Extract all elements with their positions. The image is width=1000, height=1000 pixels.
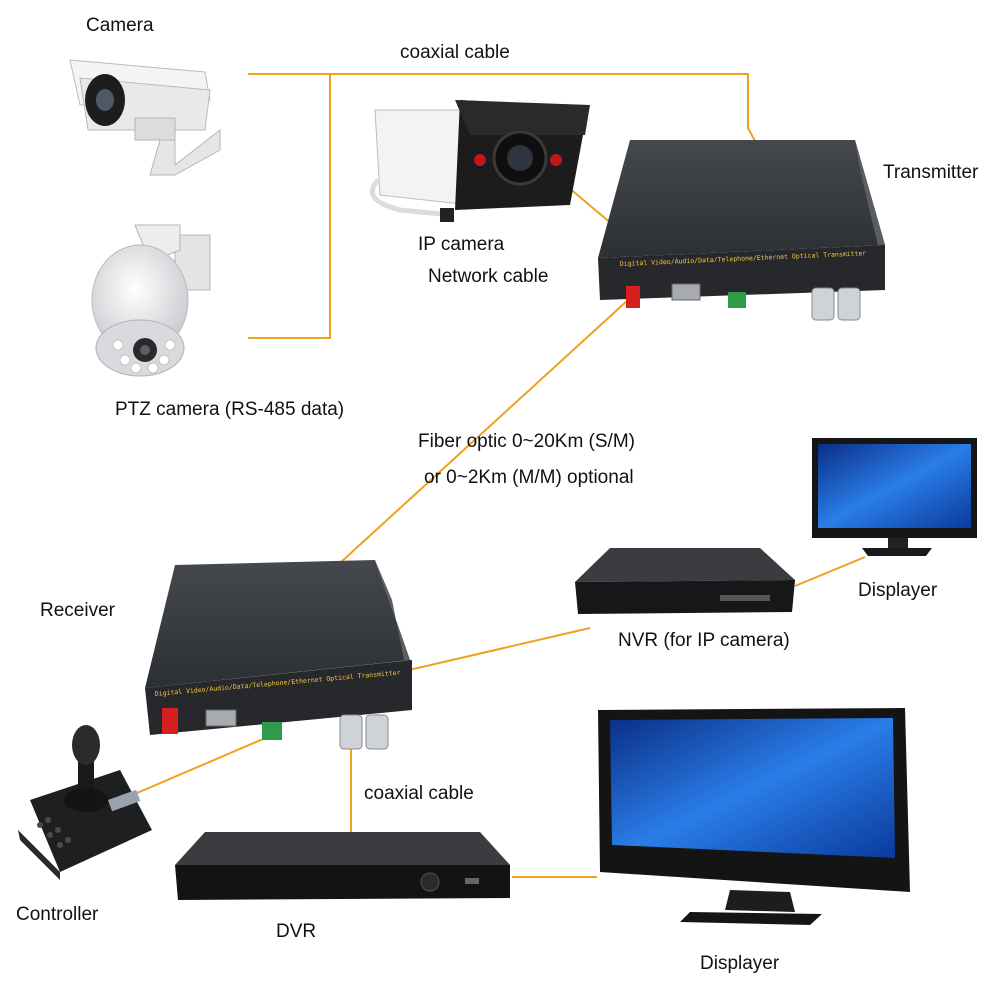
controller-label: Controller: [16, 904, 99, 925]
receiver-label: Receiver: [40, 600, 115, 621]
camera-label: Camera: [86, 15, 154, 36]
controller-image: [18, 725, 152, 880]
transmitter-label: Transmitter: [883, 162, 979, 183]
ip-camera-label: IP camera: [418, 234, 505, 255]
coax-bottom-label: coaxial cable: [364, 783, 474, 804]
displayer-bottom-image: [598, 708, 910, 925]
dvr-label: DVR: [276, 921, 317, 942]
dvr-image: [175, 832, 510, 900]
transmitter-image: Digital Video/Audio/Data/Telephone/Ether…: [598, 140, 885, 321]
controller-cable: [129, 735, 271, 797]
displayer-top-label: Displayer: [858, 580, 938, 601]
fiber-label-line2: or 0~2Km (M/M) optional: [424, 467, 634, 488]
camera-image: [69, 59, 221, 176]
displayer-top-image: [812, 438, 977, 556]
nvr-label: NVR (for IP camera): [618, 630, 790, 651]
receiver-image: Digital Video/Audio/Data/Telephone/Ether…: [145, 560, 412, 750]
ptz-camera-label: PTZ camera (RS-485 data): [115, 399, 345, 420]
coax-top-label: coaxial cable: [400, 42, 510, 63]
displayer-bottom-label: Displayer: [700, 953, 780, 974]
ptz-camera-cable: [248, 74, 331, 339]
network-cable-label: Network cable: [428, 266, 549, 287]
displayer-top-cable: [794, 556, 866, 587]
ptz-camera-image: [91, 224, 211, 377]
fiber-label-line1: Fiber optic 0~20Km (S/M): [418, 431, 635, 452]
ip-camera-image: [370, 100, 590, 222]
nvr-image: [575, 548, 795, 614]
